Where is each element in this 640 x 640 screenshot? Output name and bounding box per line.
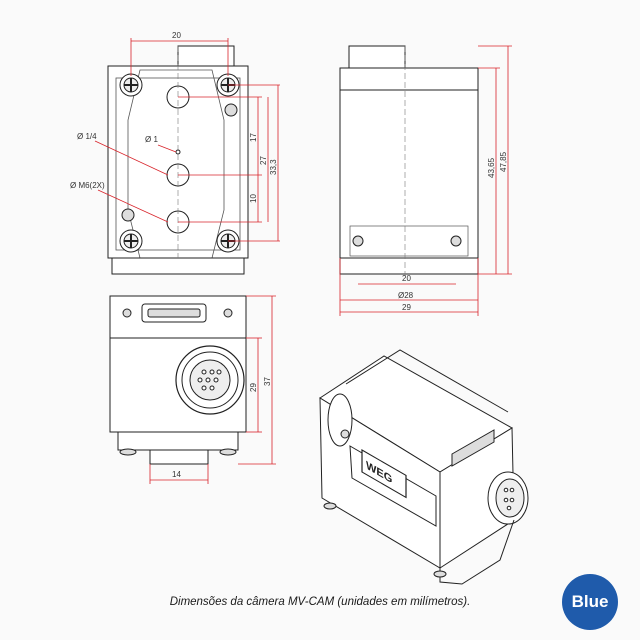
- connector-icon: [175, 345, 245, 415]
- label-pin-dia: Ø 1: [145, 135, 158, 144]
- dim-front-29: 29: [249, 383, 258, 392]
- label-hole-dia: Ø 1/4: [77, 132, 97, 141]
- connector-icon: [487, 471, 529, 525]
- dim-side-29: 29: [402, 303, 411, 312]
- dim-side-47: 47,85: [499, 151, 508, 172]
- dim-33: 33,3: [269, 159, 278, 175]
- bottom-view: 20 17 27 33,3 10 Ø 1/4 Ø 1 Ø M6(2X): [70, 31, 280, 275]
- dim-10: 10: [249, 194, 258, 203]
- blue-badge: Blue: [562, 574, 618, 630]
- figure-caption: Dimensões da câmera MV-CAM (unidades em …: [169, 596, 471, 608]
- dim-top-width: 20: [172, 31, 181, 40]
- isometric-view: WEG: [319, 349, 529, 585]
- dim-side-28: Ø28: [398, 291, 414, 300]
- side-view: 20 Ø28 29 43,65 47,85: [339, 45, 512, 316]
- rear-view: 29 37 14: [109, 295, 276, 484]
- dim-27: 27: [259, 156, 268, 165]
- label-mount-holes: Ø M6(2X): [70, 181, 105, 190]
- dim-front-37: 37: [263, 377, 272, 386]
- screw-icon: [119, 229, 143, 253]
- dim-front-14: 14: [172, 470, 181, 479]
- dim-17: 17: [249, 133, 258, 142]
- dim-side-43: 43,65: [487, 157, 496, 178]
- dim-side-20: 20: [402, 274, 411, 283]
- screw-icon: [119, 73, 143, 97]
